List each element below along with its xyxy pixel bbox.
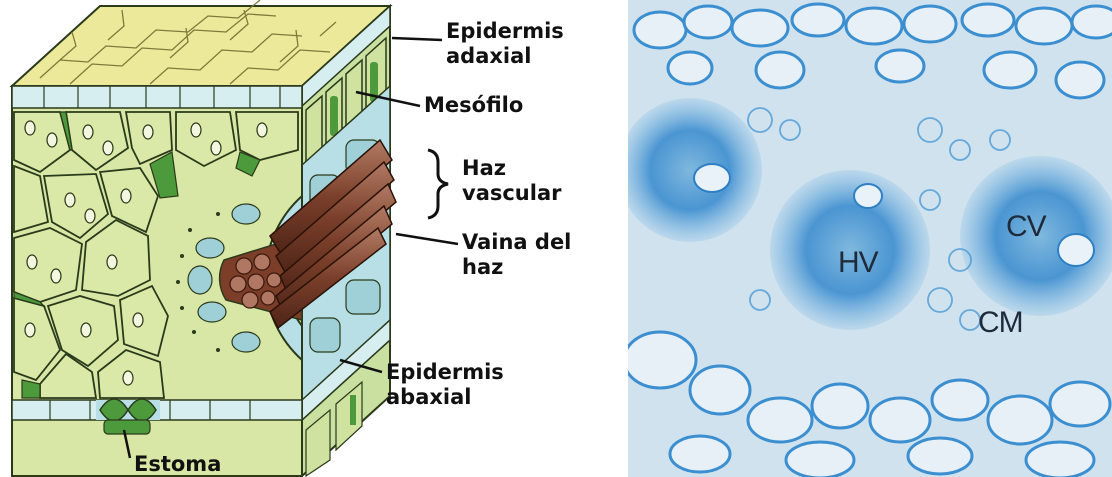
label-cm: CM — [978, 306, 1023, 340]
front-face — [12, 86, 302, 476]
label-epidermis-adaxial: Epidermis adaxial — [446, 19, 564, 69]
label-epidermis-abaxial: Epidermis abaxial — [386, 360, 504, 410]
label-hv: HV — [838, 246, 878, 280]
label-mesofilo: Mesófilo — [424, 93, 523, 118]
stoma — [96, 399, 160, 434]
label-haz-vascular: Haz vascular — [462, 156, 561, 206]
label-vaina-del-haz: Vaina del haz — [462, 230, 571, 280]
label-estoma: Estoma — [134, 452, 221, 477]
label-cv: CV — [1006, 210, 1046, 244]
